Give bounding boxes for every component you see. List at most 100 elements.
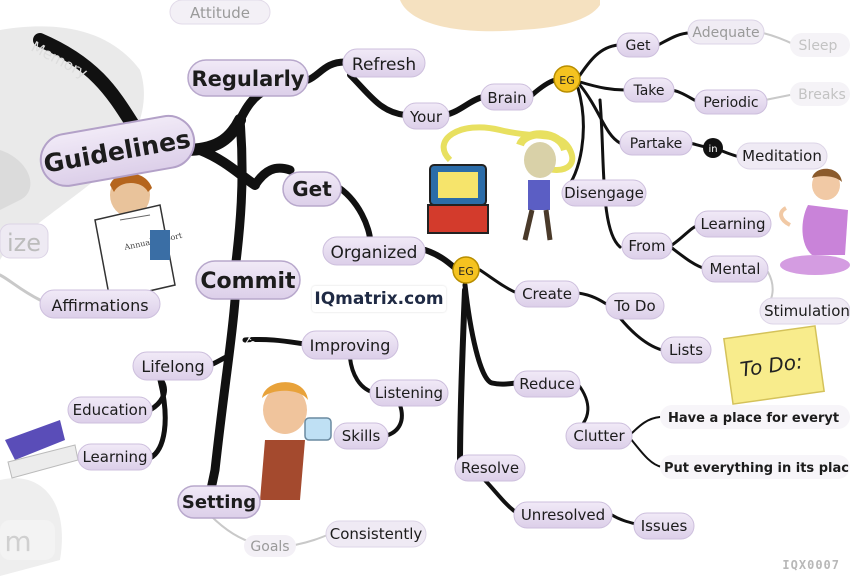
node-label: Attitude	[190, 4, 250, 22]
node-lifelong[interactable]: Lifelong	[132, 351, 214, 381]
node-label: Refresh	[352, 55, 416, 75]
eg-badge-top[interactable]: EG	[553, 65, 581, 93]
node-lists[interactable]: Lists	[660, 336, 712, 364]
node-label: Issues	[641, 517, 688, 535]
reader-illustration: Annual Report	[94, 173, 184, 301]
node-label: Skills	[342, 427, 381, 445]
node-ize[interactable]: ize	[0, 223, 49, 259]
node-label: Stimulation	[764, 302, 850, 320]
node-get-top[interactable]: Get	[616, 32, 660, 58]
node-affirmations[interactable]: Affirmations	[39, 289, 161, 319]
thinker-illustration	[427, 124, 576, 241]
node-label: Partake	[630, 136, 682, 152]
meditator-illustration	[779, 168, 850, 275]
listener-illustration	[260, 382, 332, 500]
node-m[interactable]: m	[0, 520, 55, 560]
node-resolve[interactable]: Resolve	[454, 454, 526, 482]
pen-illustration	[5, 420, 79, 479]
node-mental[interactable]: Mental	[701, 255, 769, 283]
node-label: Periodic	[703, 95, 758, 111]
node-skills[interactable]: Skills	[333, 422, 389, 450]
node-label: Affirmations	[51, 296, 148, 315]
node-disengage[interactable]: Disengage	[561, 179, 647, 207]
node-label: Reduce	[519, 375, 574, 393]
node-label: To Do	[613, 297, 655, 315]
node-label: Sleep	[799, 38, 838, 54]
node-organized[interactable]: Organized	[322, 236, 426, 266]
node-label: EG	[458, 265, 473, 278]
node-get-mid[interactable]: Get	[282, 171, 342, 207]
node-consistently[interactable]: Consistently	[325, 520, 427, 548]
node-label: Consistently	[330, 525, 423, 543]
node-label: Take	[632, 83, 664, 99]
node-label: Lists	[669, 341, 703, 359]
eg-badge-mid[interactable]: EG	[452, 256, 480, 284]
node-commit[interactable]: Commit	[195, 260, 301, 300]
node-improving[interactable]: Improving	[301, 330, 399, 360]
node-education[interactable]: Education	[67, 396, 153, 424]
node-label: ize	[7, 229, 41, 257]
node-label: Regularly	[191, 67, 304, 91]
node-label: Learning	[700, 215, 765, 233]
node-partake[interactable]: Partake	[619, 130, 693, 156]
node-label: Have a place for everyt	[668, 411, 839, 426]
node-create[interactable]: Create	[514, 280, 580, 308]
node-listening[interactable]: Listening	[369, 379, 449, 407]
node-label: Clutter	[573, 427, 625, 445]
in-connector: in	[703, 138, 723, 158]
node-label: Lifelong	[141, 357, 204, 376]
node-label: Listening	[375, 384, 443, 402]
node-label: Breaks	[798, 87, 846, 103]
node-meditation[interactable]: Meditation	[736, 142, 828, 170]
node-breaks[interactable]: Breaks	[790, 82, 850, 106]
node-label: Organized	[331, 243, 418, 263]
node-label: Setting	[182, 492, 256, 513]
node-reduce[interactable]: Reduce	[513, 370, 581, 398]
in-label: in	[708, 144, 717, 155]
to-connector: to	[243, 334, 260, 351]
node-label: EG	[559, 74, 574, 87]
node-label: Improving	[310, 336, 391, 355]
node-goals[interactable]: Goals	[244, 535, 296, 557]
node-stimulation[interactable]: Stimulation	[759, 297, 850, 325]
node-label: Learning	[82, 448, 147, 466]
node-label: Disengage	[564, 184, 644, 202]
node-refresh[interactable]: Refresh	[342, 48, 426, 78]
node-label: Commit	[200, 269, 296, 294]
node-attitude[interactable]: Attitude	[169, 0, 271, 25]
node-sleep[interactable]: Sleep	[790, 33, 850, 57]
site-watermark: IQmatrix.com	[312, 286, 446, 312]
node-label: Mental	[710, 260, 761, 278]
node-have-place[interactable]: Have a place for everyt	[660, 405, 850, 429]
node-todo[interactable]: To Do	[605, 292, 665, 320]
node-label: Your	[409, 108, 443, 126]
corner-mark: IQX0007	[782, 558, 840, 572]
node-adequate[interactable]: Adequate	[687, 19, 765, 45]
node-periodic[interactable]: Periodic	[694, 89, 768, 115]
node-issues[interactable]: Issues	[633, 512, 695, 540]
node-from[interactable]: From	[621, 232, 673, 260]
node-setting[interactable]: Setting	[177, 485, 261, 519]
node-label: Resolve	[461, 459, 519, 477]
to-label: to	[243, 334, 260, 351]
node-clutter[interactable]: Clutter	[565, 422, 633, 450]
node-label: Education	[73, 401, 148, 419]
node-label: Get	[292, 177, 332, 201]
node-label: Goals	[250, 539, 289, 555]
node-label: From	[628, 237, 665, 255]
node-learning-top[interactable]: Learning	[694, 210, 772, 238]
node-your[interactable]: Your	[402, 102, 450, 130]
node-label: Brain	[487, 89, 526, 107]
node-label: Adequate	[692, 25, 759, 41]
node-label: m	[4, 525, 31, 558]
top-figure-illustration	[400, 0, 600, 32]
node-regularly[interactable]: Regularly	[187, 59, 309, 97]
todo-note-illustration: To Do:	[723, 325, 825, 405]
node-label: Unresolved	[521, 506, 605, 524]
node-take[interactable]: Take	[623, 77, 675, 103]
node-put-everything[interactable]: Put everything in its plac	[660, 455, 850, 479]
node-unresolved[interactable]: Unresolved	[513, 501, 613, 529]
node-brain[interactable]: Brain	[480, 83, 534, 111]
node-learning-left[interactable]: Learning	[77, 443, 153, 471]
